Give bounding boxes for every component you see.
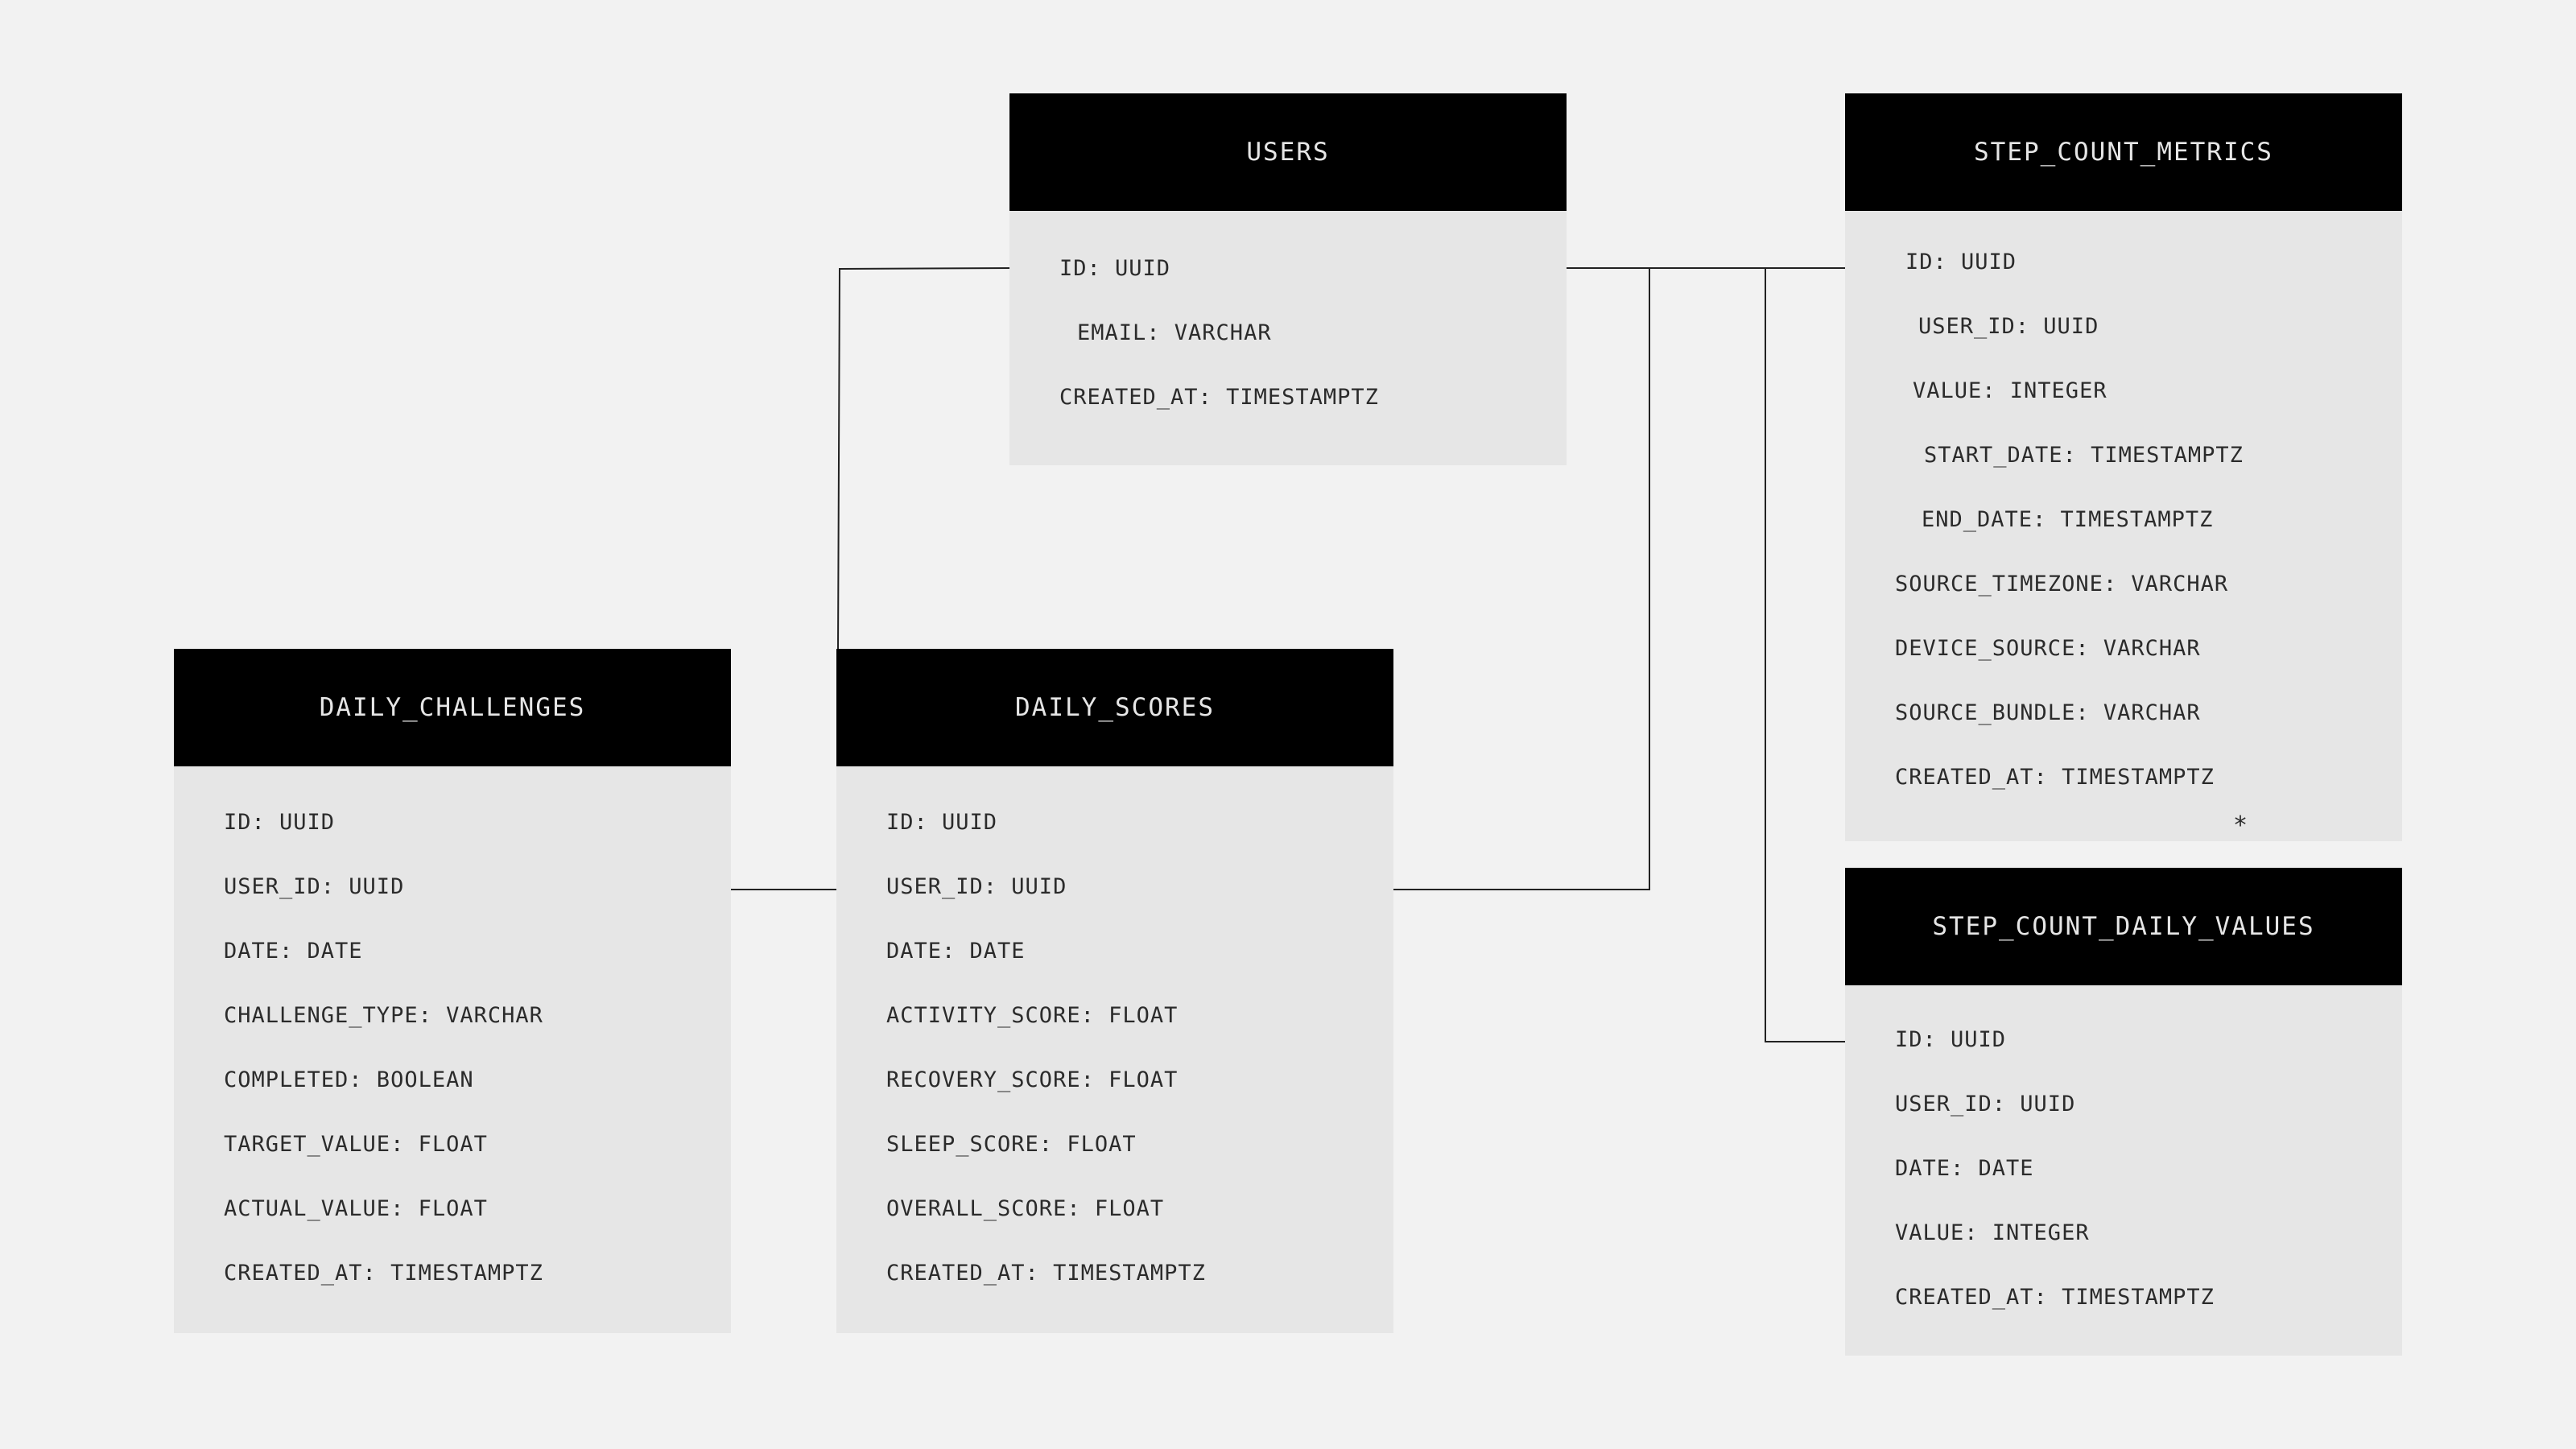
field-row: CREATED_AT: TIMESTAMPTZ: [1895, 1285, 2215, 1310]
rel-users-daily-scores: [837, 267, 1012, 651]
entity-title: USERS: [1009, 93, 1567, 211]
field-row: DATE: DATE: [224, 939, 363, 964]
entity-title: STEP_COUNT_METRICS: [1845, 93, 2402, 211]
field-list: ID: UUID USER_ID: UUID DATE: DATE CHALLE…: [174, 766, 731, 1306]
field-row: CHALLENGE_TYPE: VARCHAR: [224, 1003, 543, 1028]
field-row: USER_ID: UUID: [224, 874, 405, 899]
field-row: ID: UUID: [1895, 1027, 2007, 1052]
field-row: RECOVERY_SCORE: FLOAT: [886, 1067, 1179, 1092]
field-row: CREATED_AT: TIMESTAMPTZ: [886, 1261, 1206, 1286]
field-row: SOURCE_TIMEZONE: VARCHAR: [1895, 572, 2229, 597]
field-list: ID: UUID EMAIL: VARCHAR CREATED_AT: TIME…: [1009, 211, 1567, 430]
field-row: CREATED_AT: TIMESTAMPTZ: [224, 1261, 543, 1286]
field-row: SOURCE_BUNDLE: VARCHAR: [1895, 700, 2201, 725]
field-row: EMAIL: VARCHAR: [1077, 320, 1272, 345]
field-row: VALUE: INTEGER: [1895, 1220, 2090, 1245]
field-row: START_DATE: TIMESTAMPTZ: [1924, 443, 2244, 468]
field-list: ID: UUID USER_ID: UUID DATE: DATE ACTIVI…: [836, 766, 1393, 1306]
entity-step-count-metrics[interactable]: STEP_COUNT_METRICS ID: UUID USER_ID: UUI…: [1845, 93, 2402, 841]
field-row: ID: UUID: [1059, 256, 1171, 281]
entity-users[interactable]: USERS ID: UUID EMAIL: VARCHAR CREATED_AT…: [1009, 93, 1567, 465]
field-row: END_DATE: TIMESTAMPTZ: [1922, 507, 2214, 532]
field-row: COMPLETED: BOOLEAN: [224, 1067, 474, 1092]
field-row: OVERALL_SCORE: FLOAT: [886, 1196, 1165, 1221]
field-row: SLEEP_SCORE: FLOAT: [886, 1132, 1137, 1157]
field-row: ID: UUID: [1905, 250, 2017, 275]
field-row: CREATED_AT: TIMESTAMPTZ: [1895, 765, 2215, 790]
field-row: DATE: DATE: [1895, 1156, 2034, 1181]
entity-title: STEP_COUNT_DAILY_VALUES: [1845, 868, 2402, 985]
field-row: USER_ID: UUID: [886, 874, 1067, 899]
entity-step-count-daily-values[interactable]: STEP_COUNT_DAILY_VALUES ID: UUID USER_ID…: [1845, 868, 2402, 1356]
entity-title: DAILY_CHALLENGES: [174, 649, 731, 766]
field-row: ID: UUID: [886, 810, 998, 835]
field-list: ID: UUID USER_ID: UUID DATE: DATE VALUE:…: [1845, 985, 2402, 1330]
field-row: USER_ID: UUID: [1895, 1092, 2076, 1117]
field-row: CREATED_AT: TIMESTAMPTZ: [1059, 385, 1379, 410]
field-row: ID: UUID: [224, 810, 336, 835]
field-row: ACTIVITY_SCORE: FLOAT: [886, 1003, 1179, 1028]
field-row: DATE: DATE: [886, 939, 1026, 964]
field-row: TARGET_VALUE: FLOAT: [224, 1132, 488, 1157]
cardinality-mark: *: [2233, 811, 2248, 840]
field-row: ACTUAL_VALUE: FLOAT: [224, 1196, 488, 1221]
entity-title: DAILY_SCORES: [836, 649, 1393, 766]
entity-daily-challenges[interactable]: DAILY_CHALLENGES ID: UUID USER_ID: UUID …: [174, 649, 731, 1333]
field-list: ID: UUID USER_ID: UUID VALUE: INTEGER ST…: [1845, 211, 2402, 810]
field-row: VALUE: INTEGER: [1913, 378, 2107, 403]
entity-daily-scores[interactable]: DAILY_SCORES ID: UUID USER_ID: UUID DATE…: [836, 649, 1393, 1333]
field-row: USER_ID: UUID: [1918, 314, 2099, 339]
rel-users-step-count-daily-values: [1765, 268, 1847, 1042]
rel-users-daily-scores-right: [1393, 268, 1650, 890]
field-row: DEVICE_SOURCE: VARCHAR: [1895, 636, 2201, 661]
